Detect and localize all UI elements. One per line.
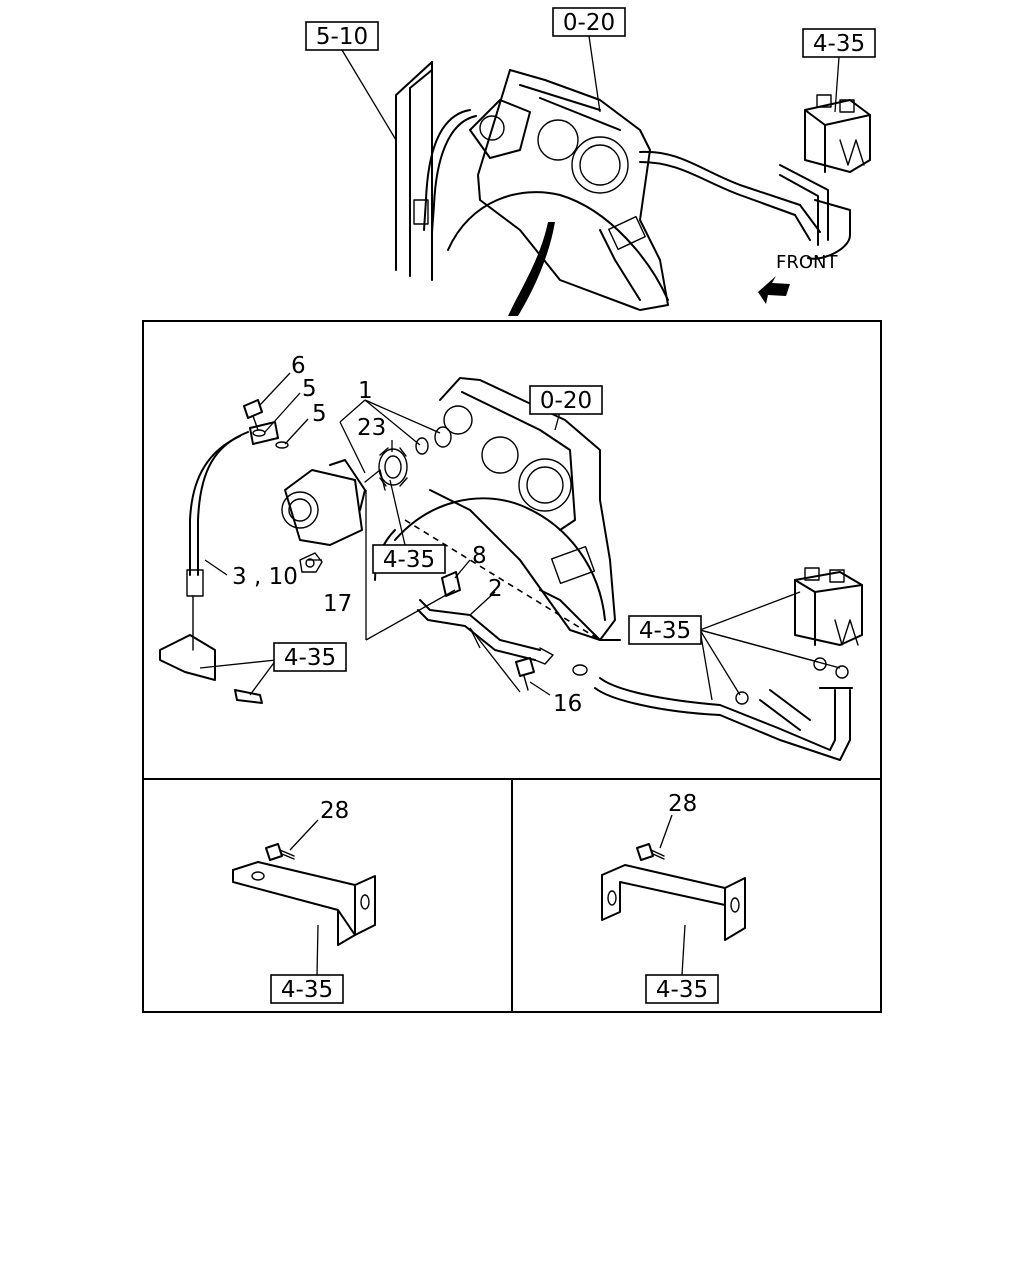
- bracket-variant-right-frame: [511, 778, 882, 1013]
- callout-16: 16: [553, 691, 582, 717]
- ref-box-4-35-left-panel[interactable]: 4-35: [270, 974, 344, 1004]
- ref-box-4-35-pump[interactable]: 4-35: [372, 544, 446, 574]
- ref-box-0-20-main[interactable]: 0-20: [529, 385, 603, 415]
- ref-0-20-top-label: 0-20: [563, 10, 615, 36]
- bracket-left-illustration: [232, 843, 376, 946]
- callout-28-left: 28: [320, 798, 349, 824]
- callout-1: 1: [358, 378, 373, 404]
- callout-3-10: 3 , 10: [232, 564, 298, 590]
- ref-4-35-top-label: 4-35: [813, 31, 865, 57]
- leader-lines: [199, 372, 841, 701]
- ref-4-35-tank-label: 4-35: [639, 618, 691, 644]
- ref-4-35-left-panel-label: 4-35: [281, 977, 333, 1003]
- callout-23: 23: [357, 415, 386, 441]
- ref-5-10-label: 5-10: [316, 24, 368, 50]
- ref-box-4-35-right-panel[interactable]: 4-35: [645, 974, 719, 1004]
- callout-5-lower: 5: [312, 401, 327, 427]
- callout-6: 6: [291, 353, 306, 379]
- ref-4-35-pump-label: 4-35: [383, 547, 435, 573]
- callout-8: 8: [472, 543, 487, 569]
- ref-box-5-10[interactable]: 5-10: [305, 21, 379, 51]
- overview-illustration: [395, 61, 871, 316]
- callout-28-right: 28: [668, 791, 697, 817]
- ref-4-35-right-panel-label: 4-35: [656, 977, 708, 1003]
- callout-5-upper: 5: [302, 376, 317, 402]
- callout-17: 17: [323, 591, 352, 617]
- exploded-illustration: [159, 377, 863, 761]
- front-label: FRONT: [776, 252, 838, 273]
- callout-2: 2: [488, 576, 503, 602]
- ref-box-4-35-top[interactable]: 4-35: [802, 28, 876, 58]
- ref-4-35-bracket-label: 4-35: [284, 645, 336, 671]
- exploded-view-frame: [142, 320, 882, 780]
- ref-box-0-20-top[interactable]: 0-20: [552, 7, 626, 37]
- ref-0-20-main-label: 0-20: [540, 388, 592, 414]
- ref-box-4-35-bracket[interactable]: 4-35: [273, 642, 347, 672]
- bracket-right-illustration: [601, 843, 746, 941]
- ref-box-4-35-tank[interactable]: 4-35: [628, 615, 702, 645]
